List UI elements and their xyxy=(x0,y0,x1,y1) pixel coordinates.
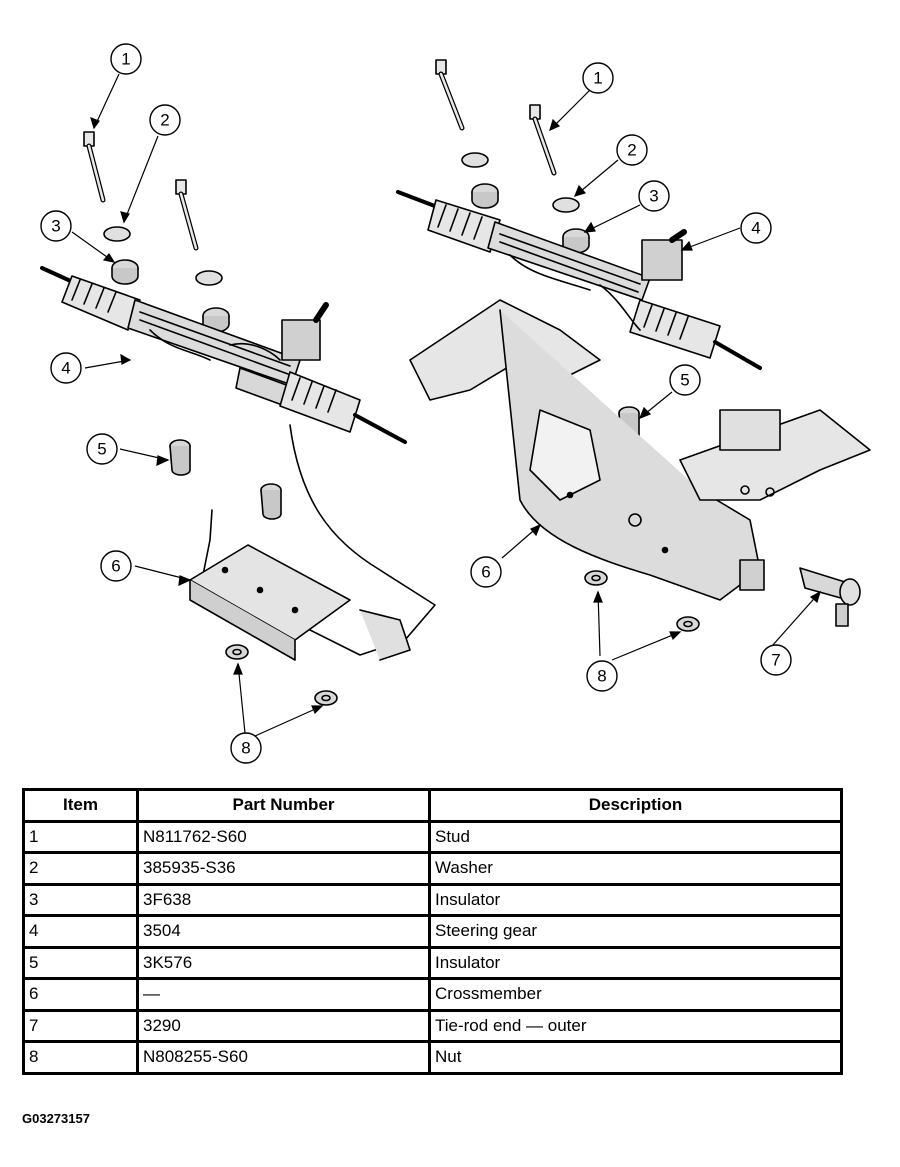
cell-item: 1 xyxy=(22,819,139,854)
tie-rod-end-icon xyxy=(799,567,861,627)
cell-item: 4 xyxy=(22,914,139,949)
table-row: 6 — Crossmember xyxy=(22,977,843,1012)
stud-icon xyxy=(175,179,199,251)
cell-part-number: 3K576 xyxy=(136,945,431,980)
callout-label: 3 xyxy=(649,187,658,206)
insulator-icon xyxy=(169,439,191,476)
stud-icon xyxy=(83,131,106,203)
callout-label: 2 xyxy=(160,111,169,130)
table-row: 7 3290 Tie-rod end — outer xyxy=(22,1008,843,1043)
callout-6-right xyxy=(470,556,502,588)
column-header-description: Description xyxy=(428,788,843,823)
cell-description: Tie-rod end — outer xyxy=(428,1008,843,1043)
stud-icon xyxy=(529,104,557,176)
washer-icon xyxy=(552,197,580,213)
callout-label: 6 xyxy=(481,563,490,582)
cell-item: 6 xyxy=(22,977,139,1012)
figure-id: G03273157 xyxy=(22,1111,90,1126)
washer-icon xyxy=(461,152,489,168)
cell-part-number: N808255-S60 xyxy=(136,1040,431,1075)
callout-label: 6 xyxy=(111,557,120,576)
callout-4-right xyxy=(740,212,772,244)
callout-3-right xyxy=(638,180,670,212)
table-row: 8 N808255-S60 Nut xyxy=(22,1040,843,1075)
table-row: 1 N811762-S60 Stud xyxy=(22,819,843,854)
callout-label: 3 xyxy=(51,217,60,236)
cell-part-number: 3F638 xyxy=(136,882,431,917)
callout-label: 8 xyxy=(597,667,606,686)
insulator-icon xyxy=(260,483,282,520)
cell-description: Washer xyxy=(428,851,843,886)
cell-description: Insulator xyxy=(428,945,843,980)
cell-part-number: 3290 xyxy=(136,1008,431,1043)
cell-description: Steering gear xyxy=(428,914,843,949)
callout-8-left xyxy=(230,732,262,764)
insulator-icon xyxy=(471,183,499,209)
table-row: 3 3F638 Insulator xyxy=(22,882,843,917)
steering-gear-icon xyxy=(40,266,407,444)
cell-description: Nut xyxy=(428,1040,843,1075)
callout-6-left xyxy=(100,550,132,582)
callout-4-left xyxy=(50,352,82,384)
parts-table: Item Part Number Description 1 N811762-S… xyxy=(22,788,843,1075)
cell-item: 8 xyxy=(22,1040,139,1075)
table-row: 2 385935-S36 Washer xyxy=(22,851,843,886)
callout-1-left xyxy=(110,43,142,75)
nut-icon xyxy=(314,690,338,706)
insulator-icon xyxy=(111,259,139,285)
cell-description: Stud xyxy=(428,819,843,854)
cell-part-number: 3504 xyxy=(136,914,431,949)
callout-label: 7 xyxy=(771,651,780,670)
table-row: 5 3K576 Insulator xyxy=(22,945,843,980)
crossmember-icon xyxy=(409,299,871,601)
callout-8-right xyxy=(586,660,618,692)
nut-icon xyxy=(584,570,608,586)
callout-1-right xyxy=(582,62,614,94)
nut-icon xyxy=(676,616,700,632)
callout-5-left xyxy=(86,433,118,465)
callout-label: 2 xyxy=(627,141,636,160)
cell-description: Crossmember xyxy=(428,977,843,1012)
stud-icon xyxy=(435,59,465,131)
washer-icon xyxy=(103,226,131,242)
exploded-view-diagram: 1 2 3 4 5 6 8 1 2 3 4 5 6 8 7 xyxy=(40,43,871,764)
callout-label: 4 xyxy=(61,359,70,378)
cell-item: 3 xyxy=(22,882,139,917)
column-header-item: Item xyxy=(22,788,139,823)
callout-label: 8 xyxy=(241,739,250,758)
callout-label: 5 xyxy=(97,440,106,459)
nut-icon xyxy=(225,644,249,660)
cell-part-number: — xyxy=(136,977,431,1012)
column-header-part-number: Part Number xyxy=(136,788,431,823)
cell-item: 2 xyxy=(22,851,139,886)
cell-item: 5 xyxy=(22,945,139,980)
washer-icon xyxy=(195,270,223,286)
cell-part-number: N811762-S60 xyxy=(136,819,431,854)
callout-label: 5 xyxy=(680,371,689,390)
callout-3-left xyxy=(40,210,72,242)
callout-2-right xyxy=(616,134,648,166)
table-row: 4 3504 Steering gear xyxy=(22,914,843,949)
callout-label: 1 xyxy=(593,69,602,88)
callout-7-right xyxy=(760,644,792,676)
callout-label: 4 xyxy=(751,219,760,238)
callout-label: 1 xyxy=(121,50,130,69)
cell-item: 7 xyxy=(22,1008,139,1043)
steering-gear-icon xyxy=(396,190,762,370)
callout-5-right xyxy=(669,364,701,396)
cell-description: Insulator xyxy=(428,882,843,917)
table-header-row: Item Part Number Description xyxy=(22,788,843,823)
crossmember-icon xyxy=(189,424,436,661)
cell-part-number: 385935-S36 xyxy=(136,851,431,886)
callout-2-left xyxy=(149,104,181,136)
